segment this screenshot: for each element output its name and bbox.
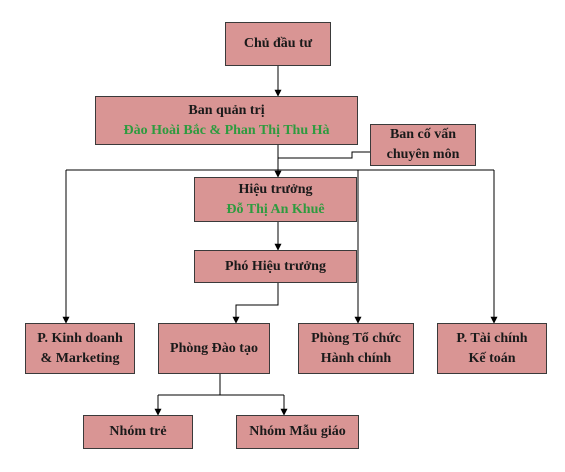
advisory-line2: chuyên môn	[386, 147, 460, 162]
kindergarten-label: Nhóm Mẫu giáo	[249, 424, 346, 439]
principal-name: Đỗ Thị An Khuê	[226, 201, 325, 217]
box-vice-principal: Phó Hiệu trưởng	[194, 250, 357, 283]
training-label: Phòng Đào tạo	[170, 340, 258, 356]
sales-line2: & Marketing	[40, 350, 120, 366]
box-principal: Hiệu trưởng Đỗ Thị An Khuê	[194, 177, 357, 222]
board-label: Ban quản trị	[188, 102, 265, 118]
admin-line2: Hành chính	[320, 350, 392, 366]
board-members: Đào Hoài Bắc & Phan Thị Thu Hà	[123, 122, 330, 138]
box-kindergarten-group: Nhóm Mẫu giáo	[236, 415, 359, 449]
finance-line2: Kế toán	[468, 350, 516, 366]
vice-principal-label: Phó Hiệu trưởng	[225, 258, 326, 274]
box-sales-marketing: P. Kinh doanh & Marketing	[25, 323, 135, 374]
box-owner: Chủ đầu tư	[225, 22, 331, 66]
box-nursery-group: Nhóm trẻ	[83, 415, 193, 449]
box-training: Phòng Đào tạo	[158, 323, 270, 374]
sales-line1: P. Kinh doanh	[37, 330, 123, 346]
connector-vice-training	[232, 283, 279, 324]
box-board: Ban quản trị Đào Hoài Bắc & Phan Thị Thu…	[95, 96, 358, 145]
owner-label: Chủ đầu tư	[243, 36, 313, 51]
box-finance: P. Tài chính Kế toán	[437, 323, 547, 374]
admin-line1: Phòng Tổ chức	[311, 330, 401, 346]
advisory-line1: Ban cố vấn	[389, 127, 457, 142]
principal-label: Hiệu trưởng	[238, 181, 313, 197]
box-admin: Phòng Tổ chức Hành chính	[298, 323, 414, 374]
nursery-label: Nhóm trẻ	[109, 424, 167, 439]
box-advisory: Ban cố vấn chuyên môn	[370, 124, 476, 166]
finance-line1: P. Tài chính	[456, 330, 528, 346]
connector-advisory	[278, 151, 370, 159]
